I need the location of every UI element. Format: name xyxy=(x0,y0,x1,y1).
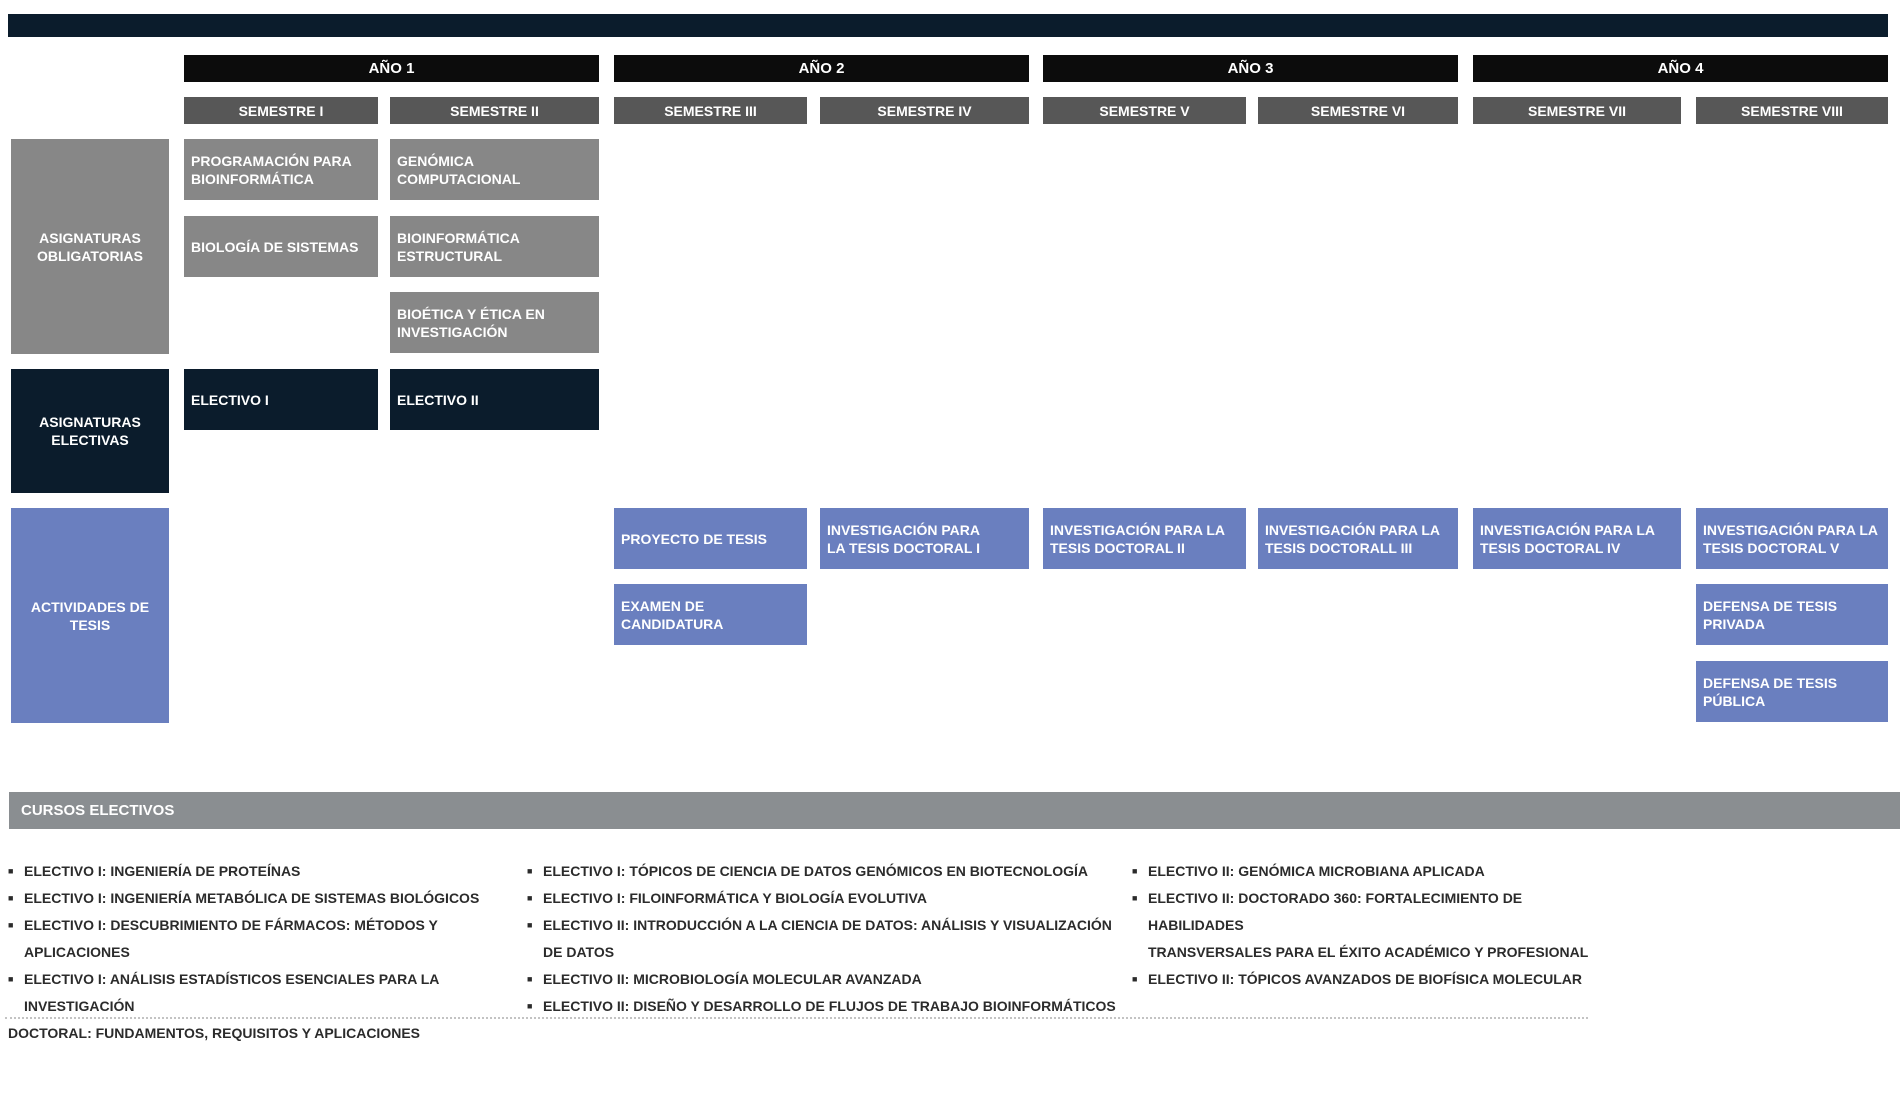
list-item: ELECTIVO I: ANÁLISIS ESTADÍSTICOS ESENCI… xyxy=(8,966,528,1020)
header-bar xyxy=(8,14,1888,37)
list-item: ELECTIVO I: FILOINFORMÁTICA Y BIOLOGÍA E… xyxy=(527,885,1127,912)
year-header-4: AÑO 4 xyxy=(1473,55,1888,82)
thesis-defensa-privada: DEFENSA DE TESIS PRIVADA xyxy=(1696,584,1888,645)
thesis-proyecto: PROYECTO DE TESIS xyxy=(614,508,807,569)
course-electivo-1: ELECTIVO I xyxy=(184,369,378,430)
elective-list-col1: ELECTIVO I: INGENIERÍA DE PROTEÍNAS ELEC… xyxy=(8,858,528,1047)
year-header-1: AÑO 1 xyxy=(184,55,599,82)
semester-header-7: SEMESTRE VII xyxy=(1473,97,1681,124)
year-header-3: AÑO 3 xyxy=(1043,55,1458,82)
row-header-electivas: ASIGNATURAS ELECTIVAS xyxy=(11,369,169,493)
list-item: ELECTIVO I: TÓPICOS DE CIENCIA DE DATOS … xyxy=(527,858,1127,885)
semester-header-6: SEMESTRE VI xyxy=(1258,97,1458,124)
course-programacion: PROGRAMACIÓN PARA BIOINFORMÁTICA xyxy=(184,139,378,200)
thesis-investigacion-3: INVESTIGACIÓN PARA LA TESIS DOCTORALL II… xyxy=(1258,508,1458,569)
semester-header-2: SEMESTRE II xyxy=(390,97,599,124)
course-electivo-2: ELECTIVO II xyxy=(390,369,599,430)
list-item: ELECTIVO II: DOCTORADO 360: FORTALECIMIE… xyxy=(1132,885,1602,939)
dotted-divider xyxy=(5,1017,1588,1019)
list-item: ELECTIVO I: INGENIERÍA METABÓLICA DE SIS… xyxy=(8,885,528,912)
list-item: ELECTIVO I: INGENIERÍA DE PROTEÍNAS xyxy=(8,858,528,885)
course-bioetica: BIOÉTICA Y ÉTICA EN INVESTIGACIÓN xyxy=(390,292,599,353)
semester-header-5: SEMESTRE V xyxy=(1043,97,1246,124)
course-genomica-computacional: GENÓMICA COMPUTACIONAL xyxy=(390,139,599,200)
course-biologia-sistemas: BIOLOGÍA DE SISTEMAS xyxy=(184,216,378,277)
list-item: ELECTIVO II: MICROBIOLOGÍA MOLECULAR AVA… xyxy=(527,966,1127,993)
thesis-investigacion-4: INVESTIGACIÓN PARA LA TESIS DOCTORAL IV xyxy=(1473,508,1681,569)
list-item: ELECTIVO I: DESCUBRIMIENTO DE FÁRMACOS: … xyxy=(8,912,528,966)
thesis-investigacion-5: INVESTIGACIÓN PARA LA TESIS DOCTORAL V xyxy=(1696,508,1888,569)
list-item: ELECTIVO II: INTRODUCCIÓN A LA CIENCIA D… xyxy=(527,912,1127,966)
list-item: ELECTIVO II: TÓPICOS AVANZADOS DE BIOFÍS… xyxy=(1132,966,1602,993)
row-header-tesis: ACTIVIDADES DE TESIS xyxy=(11,508,169,723)
thesis-defensa-publica: DEFENSA DE TESIS PÚBLICA xyxy=(1696,661,1888,722)
list-item: ELECTIVO II: DISEÑO Y DESARROLLO DE FLUJ… xyxy=(527,993,1127,1020)
elective-list-col2: ELECTIVO I: TÓPICOS DE CIENCIA DE DATOS … xyxy=(527,858,1127,1020)
list-item-continuation: DOCTORAL: FUNDAMENTOS, REQUISITOS Y APLI… xyxy=(8,1025,421,1041)
elective-list-col3: ELECTIVO II: GENÓMICA MICROBIANA APLICAD… xyxy=(1132,858,1602,993)
list-item-continuation: TRANSVERSALES PARA EL ÉXITO ACADÉMICO Y … xyxy=(1148,944,1589,960)
row-header-obligatorias: ASIGNATURAS OBLIGATORIAS xyxy=(11,139,169,354)
semester-header-4: SEMESTRE IV xyxy=(820,97,1029,124)
thesis-investigacion-1: INVESTIGACIÓN PARA LA TESIS DOCTORAL I xyxy=(820,508,1029,569)
semester-header-8: SEMESTRE VIII xyxy=(1696,97,1888,124)
cursos-electivos-header: CURSOS ELECTIVOS xyxy=(9,792,1900,829)
thesis-investigacion-2: INVESTIGACIÓN PARA LA TESIS DOCTORAL II xyxy=(1043,508,1246,569)
year-header-2: AÑO 2 xyxy=(614,55,1029,82)
course-bioinformatica-estructural: BIOINFORMÁTICA ESTRUCTURAL xyxy=(390,216,599,277)
thesis-examen-candidatura: EXAMEN DE CANDIDATURA xyxy=(614,584,807,645)
list-item: ELECTIVO II: GENÓMICA MICROBIANA APLICAD… xyxy=(1132,858,1602,885)
semester-header-3: SEMESTRE III xyxy=(614,97,807,124)
semester-header-1: SEMESTRE I xyxy=(184,97,378,124)
